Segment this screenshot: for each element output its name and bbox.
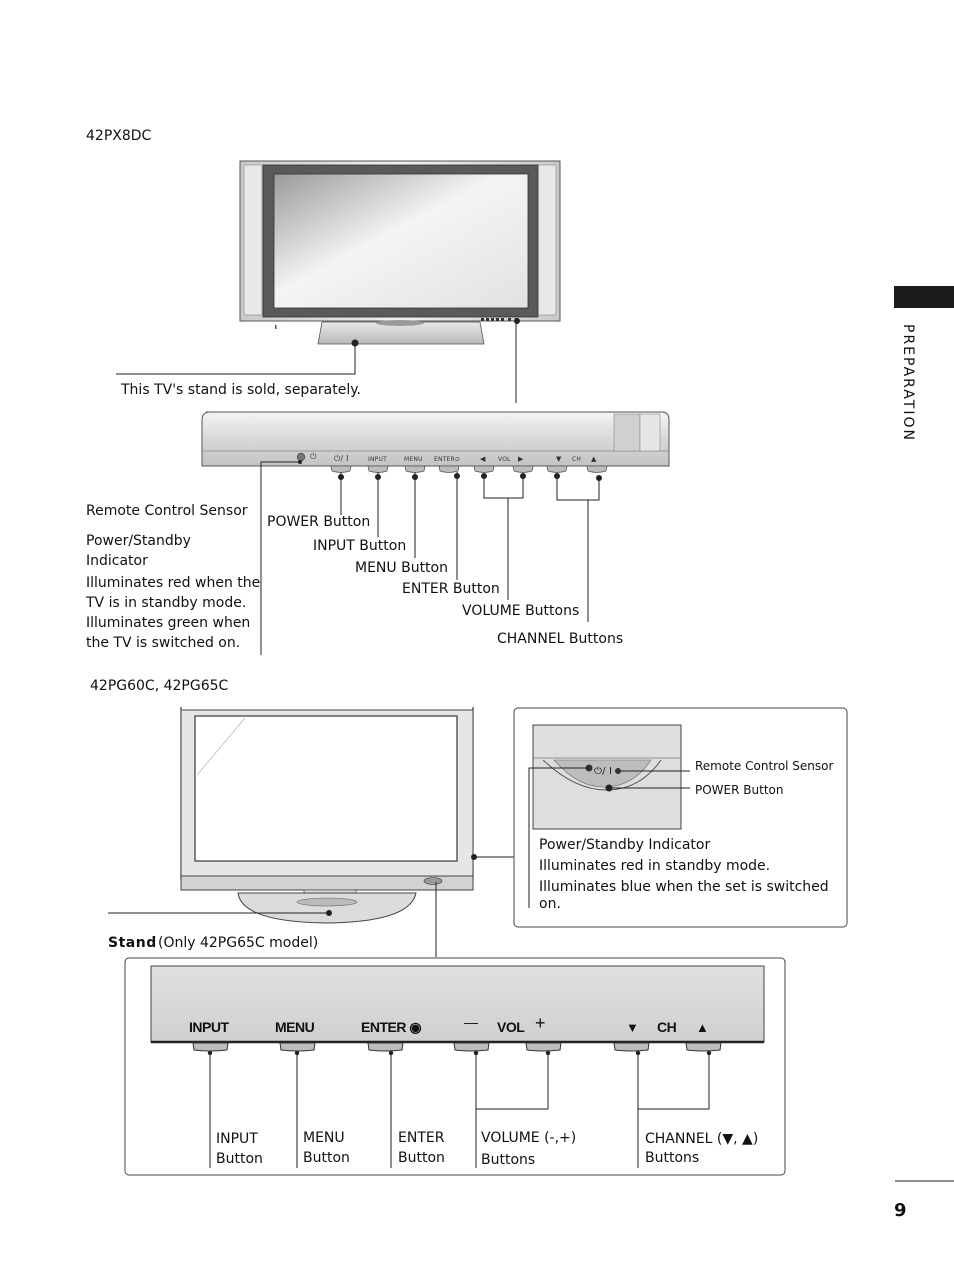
inset-remote-sensor-label: Remote Control Sensor [695,759,834,773]
enter-button-label-1: ENTER Button [402,581,500,597]
stand-label-2: Stand [108,935,157,951]
channel-buttons-label-1: CHANNEL Buttons [497,631,624,647]
panel-vol-label: VOL [498,456,511,463]
panel-vol-right-label: ▶ [518,455,524,463]
panel2-input-label: INPUT [189,1019,229,1035]
panel-vol-left-label: ◀ [480,455,486,463]
model-name-42pg60c: 42PG60C, 42PG65C [90,678,229,694]
panel-input-label: INPUT [368,456,387,463]
panel2-enter-label: ENTER ◉ [361,1019,422,1035]
model-name-42px8dc: 42PX8DC [86,128,152,144]
input-button-label-1: INPUT Button [313,538,407,554]
stand-note-42px8dc: This TV's stand is sold, separately. [121,382,361,398]
inset-indicator-desc-1: Illuminates red in standby mode. [539,858,771,874]
panel-ch-up-label: ▲ [591,455,597,463]
indicator-inset-drawing [532,724,682,830]
inset-callout-lines [528,767,690,908]
menu-callout-2b: Button [303,1150,350,1166]
inset-indicator-desc-2b: on. [539,896,561,912]
power-indicator-desc-2: TV is in standby mode. [86,595,247,611]
inset-indicator-title: Power/Standby Indicator [539,837,711,853]
channel-callout-2a: CHANNEL (▼, ▲) [645,1131,759,1147]
stand-note-2: (Only 42PG65C model) [158,935,319,951]
page-number: 9 [894,1200,907,1221]
remote-sensor-label-1: Remote Control Sensor [86,503,248,519]
inset-power-button-label: POWER Button [695,783,784,797]
volume-callout-2a: VOLUME (-,+) [481,1130,577,1146]
inset-indicator-desc-2a: Illuminates blue when the set is switche… [539,879,829,895]
panel2-vol-minus-label: — [464,1014,478,1030]
enter-callout-2a: ENTER [398,1130,445,1146]
volume-buttons-label-1: VOLUME Buttons [462,603,580,619]
callout-lines-42px8dc [260,460,602,655]
tv-42pg60c [180,707,477,924]
power-indicator-title-1a: Power/Standby [86,533,191,549]
panel-ch-label: CH [572,456,582,463]
power-indicator-desc-4: the TV is switched on. [86,635,241,651]
callout-lines-42pg60c [207,1050,712,1168]
channel-callout-2b: Buttons [645,1150,700,1166]
input-callout-2a: INPUT [216,1131,258,1147]
panel2-vol-label: VOL [497,1019,525,1035]
menu-button-label-1: MENU Button [355,560,448,576]
panel-power-label: ⏻/ I [334,454,349,463]
menu-callout-2a: MENU [303,1130,345,1146]
inset-power-symbol: ⏻/ I [594,766,613,777]
panel2-menu-label: MENU [275,1019,315,1035]
tv-42px8dc [239,160,561,347]
enter-callout-2b: Button [398,1150,445,1166]
panel2-vol-plus-label: + [535,1013,546,1033]
stand-callout-line-1 [116,343,356,375]
panel-enter-label: ENTER⊙ [434,456,461,463]
control-panel-42pg60c [150,965,765,1052]
panel2-ch-label: CH [657,1019,677,1035]
input-callout-2b: Button [216,1151,263,1167]
power-indicator-desc-3: Illuminates green when [86,615,251,631]
panel2-ch-down-label: ▼ [626,1020,639,1035]
control-panel-42px8dc [201,411,670,473]
power-button-label-1: POWER Button [267,514,371,530]
side-tab-block [894,286,954,308]
panel-menu-label: MENU [404,456,423,463]
panel-ch-down-label: ▼ [556,455,562,463]
panel-sensor-symbol: ⏻ [310,452,317,461]
panel2-ch-up-label: ▲ [696,1020,709,1035]
power-indicator-desc-1: Illuminates red when the [86,575,261,591]
power-indicator-title-1b: Indicator [86,553,148,569]
volume-callout-2b: Buttons [481,1152,536,1168]
side-tab-label: PREPARATION [900,324,916,442]
